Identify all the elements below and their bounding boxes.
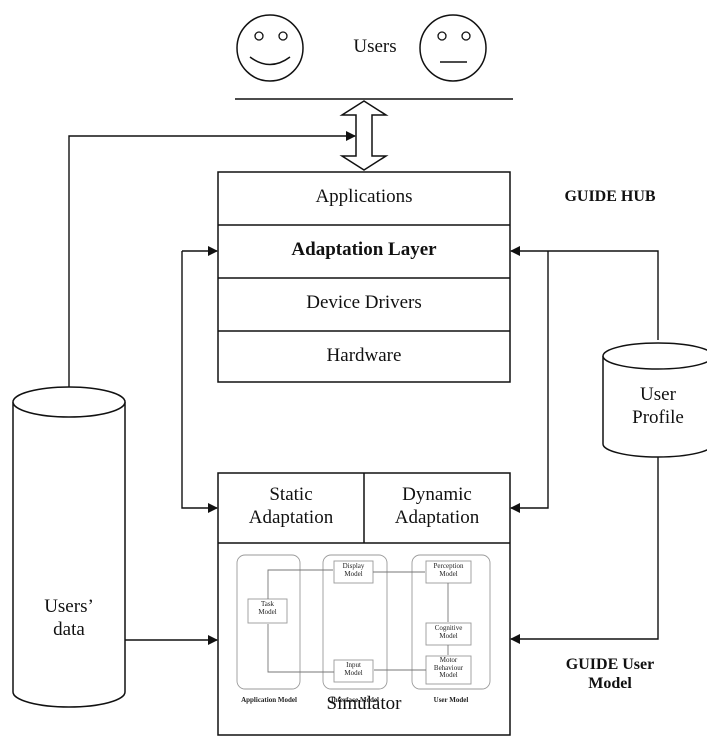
simulator-diagram xyxy=(236,554,491,690)
layer-device-drivers: Device Drivers xyxy=(306,292,422,313)
simulator-label: Simulator xyxy=(326,693,402,714)
users-data-to-users-arrow xyxy=(68,131,356,395)
neutral-face-icon xyxy=(419,14,487,82)
guide-hub-title: GUIDE HUB xyxy=(564,188,656,205)
layer-applications: Applications xyxy=(315,186,413,207)
user-model-caption: User Model xyxy=(433,696,469,704)
layer-hardware: Hardware xyxy=(326,345,402,366)
right-connector-arrow xyxy=(510,251,549,513)
profile-to-hub-line xyxy=(548,250,659,340)
users-data-cylinder xyxy=(12,386,126,708)
users-label: Users xyxy=(353,36,397,57)
guide-hub-stack xyxy=(217,171,511,383)
users-data-label: Users’ data xyxy=(44,596,94,640)
application-model-caption: Application Model xyxy=(241,696,297,704)
user-profile-cylinder xyxy=(602,342,707,458)
profile-to-simulator-arrow xyxy=(510,457,659,644)
user-profile-label: User Profile xyxy=(632,384,684,428)
hub-users-double-arrow xyxy=(339,100,389,171)
dynamic-adaptation-label: Dynamic Adaptation xyxy=(394,484,480,528)
layer-adaptation: Adaptation Layer xyxy=(291,239,437,260)
left-connector-arrow xyxy=(181,251,218,513)
static-adaptation-label: Static Adaptation xyxy=(248,484,334,528)
happy-face-icon xyxy=(236,14,304,82)
guide-user-model-title: GUIDE User Model xyxy=(565,656,655,693)
interface-model-caption: Interface Model xyxy=(330,696,379,704)
